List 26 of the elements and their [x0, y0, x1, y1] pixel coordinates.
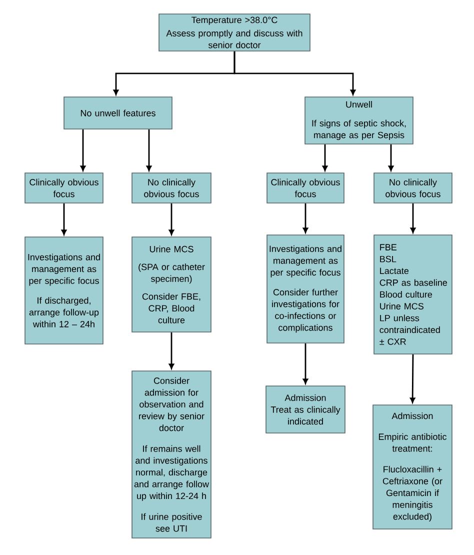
process-box: No unwell features: [64, 96, 172, 130]
process-box: Clinically obvious focus: [266, 172, 344, 204]
process-box: Temperature >38.0°C Assess promptly and discuss with senior doctor: [158, 14, 310, 52]
arrow: [80, 129, 86, 171]
process-box: Unwell If signs of septic shock, manage as per Sepsis: [304, 96, 414, 144]
arrow: [168, 332, 174, 369]
arrow: [410, 203, 416, 233]
arrow: [302, 343, 308, 384]
process-box: Consider admission for observation and review by senior doctor If remains well and investigations normal, discharge and arrange follow up within 12-24 h If urine positive see UTI: [132, 370, 212, 538]
arrow: [410, 354, 416, 403]
process-box: Investigations and management as per specific focus Consider further investigations for co-infections or complications: [266, 234, 344, 344]
process-box: No clinically obvious focus: [374, 172, 452, 204]
process-box: Urine MCS (SPA or catheter specimen) Consider FBE, CRP, Blood culture: [132, 236, 212, 332]
arrow: [388, 144, 394, 171]
arrow: [61, 203, 67, 235]
process-box: Investigations and management as per specific focus If discharged, arrange follow-up within 12 – 24h: [24, 236, 104, 344]
process-box: Clinically obvious focus: [24, 172, 104, 204]
process-box: Admission Treat as clinically indicated: [266, 386, 346, 434]
process-box: FBE BSL Lactate CRP as baseline Blood culture Urine MCS LP unless contraindicated ± CXR: [374, 234, 452, 354]
process-box: No clinically obvious focus: [132, 172, 212, 204]
arrow: [168, 203, 174, 235]
process-box: Admission Empiric antibiotic treatment: Flucloxacillin + Ceftriaxone (or Gentamicin if meningitis excluded): [372, 404, 452, 530]
elbow-arrow: [234, 51, 356, 95]
arrow: [146, 129, 152, 171]
arrow: [322, 144, 328, 171]
arrow: [302, 203, 308, 233]
